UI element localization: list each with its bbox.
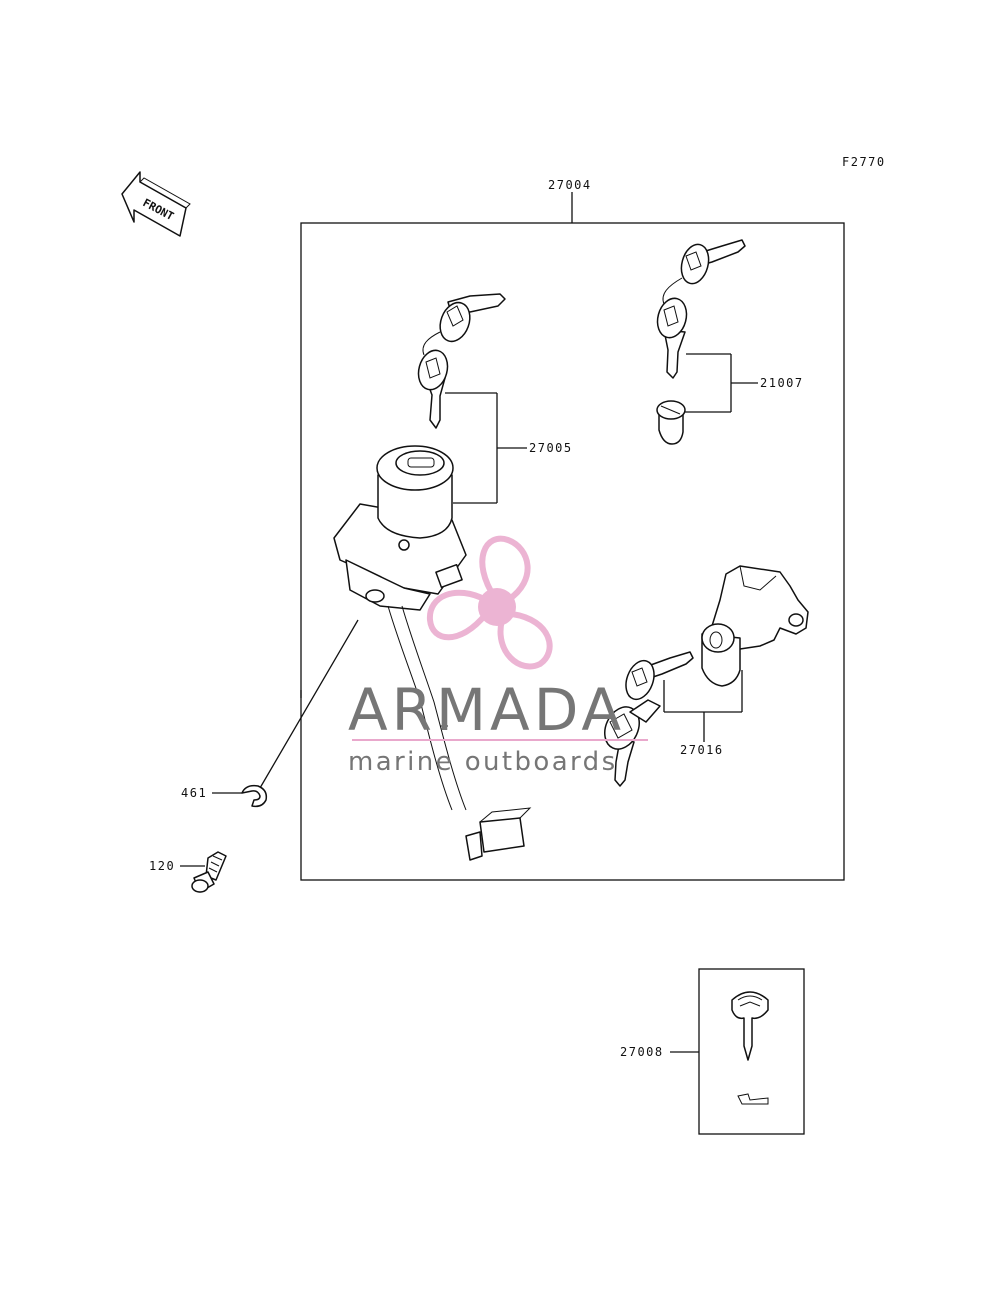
clip-461 xyxy=(241,784,268,808)
propeller-logo-icon xyxy=(426,535,553,670)
watermark-tagline: marine outboards xyxy=(348,747,618,777)
front-direction-arrow-icon: FRONT xyxy=(121,171,191,237)
key-pair-ignition xyxy=(417,293,506,429)
figure-code: F2770 xyxy=(842,155,886,169)
bolt-120 xyxy=(191,851,227,893)
part-label-21007: 21007 xyxy=(760,376,804,390)
key-pair-helmet-lock xyxy=(604,651,694,787)
part-label-27004: 27004 xyxy=(548,178,592,192)
ignition-switch xyxy=(333,445,532,861)
part-label-27016: 27016 xyxy=(680,743,724,757)
lock-cylinder-cap xyxy=(656,400,686,445)
watermark-brand: ARMADA xyxy=(348,676,625,744)
part-label-120: 120 xyxy=(149,859,175,873)
blank-key xyxy=(731,991,769,1105)
part-label-461: 461 xyxy=(181,786,207,800)
part-label-27005: 27005 xyxy=(529,441,573,455)
helmet-lock-assembly xyxy=(701,565,809,687)
key-pair-seat-lock xyxy=(656,239,746,379)
part-label-27008: 27008 xyxy=(620,1045,664,1059)
